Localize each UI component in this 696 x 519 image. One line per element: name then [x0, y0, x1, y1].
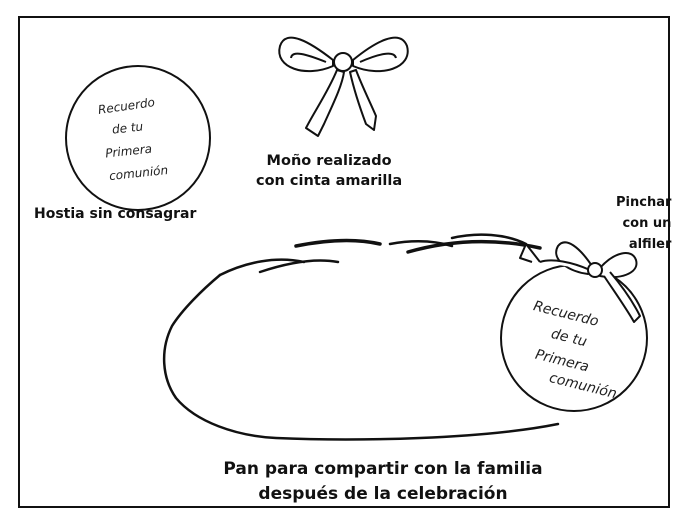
diagram-frame — [18, 16, 670, 508]
pin-caption-line-1: Pinchar — [616, 195, 672, 210]
bread-caption: Pan para compartir con la familia despué… — [215, 457, 551, 507]
host-inscription-line-4: comunión — [108, 163, 168, 183]
host-inscription-line-3: Primera — [105, 142, 153, 161]
pin-caption-line-3: alfiler — [628, 237, 672, 252]
bread-caption-line-2: después de la celebración — [258, 484, 508, 504]
host-inscription-line-2: de tu — [111, 119, 144, 136]
bread-loaf-drawing — [162, 233, 560, 441]
bow-caption-line-1: Moño realizado — [266, 153, 392, 169]
tag-medallion: Recuerdo de tu Primera comunión — [500, 264, 648, 412]
tag-bow-drawing — [519, 241, 641, 323]
bow-caption-line-2: con cinta amarilla — [256, 173, 403, 189]
bow-caption: Moño realizado con cinta amarilla — [256, 151, 402, 191]
ribbon-bow-drawing — [278, 36, 409, 137]
bread-caption-line-1: Pan para compartir con la familia — [223, 459, 543, 479]
host-wafer: Recuerdo de tu Primera comunión — [65, 65, 211, 211]
pin-caption: Pinchar con un alfiler — [616, 192, 671, 255]
host-caption: Hostia sin consagrar — [34, 206, 197, 222]
pin-caption-line-2: con un — [622, 216, 672, 231]
